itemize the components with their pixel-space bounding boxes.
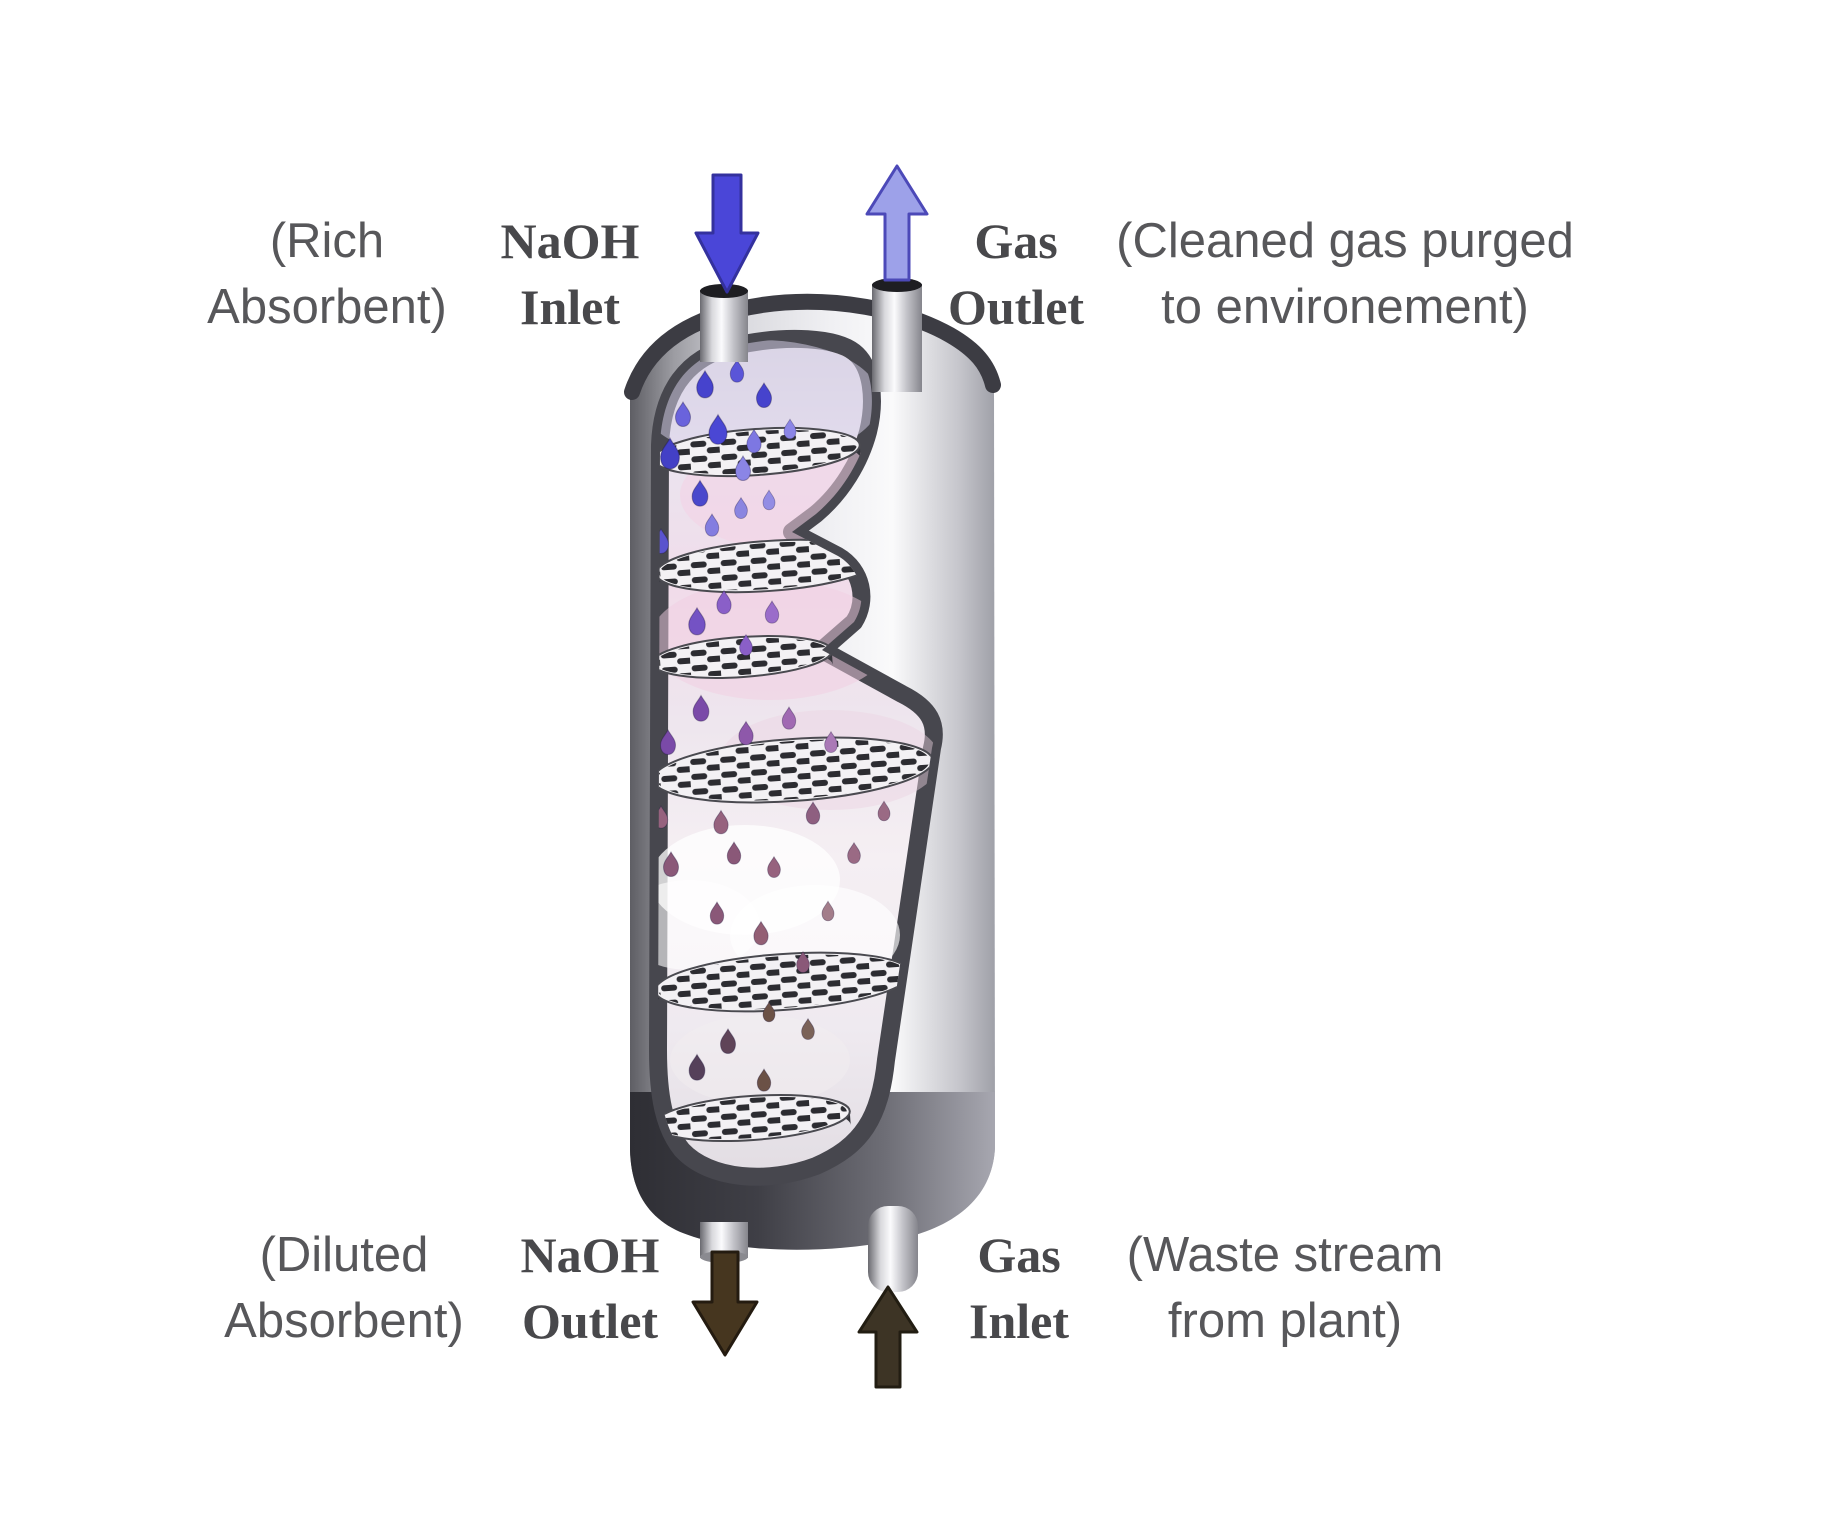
waste-stream-label: (Waste stream from plant) [1127,1222,1444,1354]
waste-stream-line1: (Waste stream [1126,1228,1444,1282]
naoh-outlet-arrow-icon [691,1250,759,1357]
droplet-icon [738,720,754,746]
droplet-icon [739,633,753,656]
gas-inlet-arrow-icon [857,1285,919,1389]
gas-inlet-line2: Inlet [969,1293,1069,1349]
gas-inlet-label: Gas Inlet [969,1222,1069,1354]
tray [658,538,881,594]
naoh-inlet-label: NaOH Inlet [501,208,640,340]
diluted-absorbent-line2: Absorbent) [224,1294,464,1348]
droplet-icon [756,1068,772,1092]
droplet-icon [729,359,745,383]
droplet-icon [746,428,762,454]
gas-inlet-line1: Gas [977,1227,1061,1283]
droplet-icon [713,809,729,835]
tray [658,951,912,1013]
droplet-icon [691,479,709,507]
naoh-outlet-line1: NaOH [520,1227,660,1283]
droplet-icon [734,454,752,482]
droplet-icon [708,413,728,445]
tray [658,736,934,804]
droplet-icon [688,1053,706,1081]
gas-outlet-pipe [872,278,922,392]
naoh-inlet-line2: Inlet [520,279,620,335]
droplet-icon [734,496,748,519]
naoh-inlet-arrow-icon [694,173,760,294]
droplet-icon [783,418,797,440]
droplet-icon [824,730,838,753]
droplet-icon [821,900,835,922]
droplets-layer [658,359,891,1092]
droplet-icon [753,920,769,946]
droplet-icon [719,1027,737,1055]
gas-outlet-arrow-icon [865,164,929,282]
diluted-absorbent-label: (Diluted Absorbent) [224,1222,464,1354]
droplet-icon [762,1001,776,1023]
droplet-icon [762,489,776,511]
droplet-icon [755,381,773,409]
droplet-icon [716,589,732,615]
droplet-icon [781,706,797,730]
droplet-icon [796,950,810,973]
droplet-icon [877,800,891,822]
droplet-icon [805,801,821,825]
droplet-icon [688,606,706,636]
droplet-icon [659,436,681,470]
naoh-inlet-line1: NaOH [500,213,640,269]
droplet-icon [662,850,680,878]
droplet-icon [709,901,725,925]
cleaned-gas-label: (Cleaned gas purged to environement) [1116,208,1574,340]
gas-outlet-line2: Outlet [947,279,1085,335]
vessel-dome-rim [624,293,1001,400]
droplet-icon [847,841,861,864]
droplet-icon [674,400,692,428]
tray [658,635,833,679]
naoh-inlet-pipe [700,284,748,362]
droplet-icon [726,841,742,865]
cleaned-gas-line2: to environement) [1161,280,1529,334]
droplet-icon [704,513,720,537]
rich-absorbent-line2: Absorbent) [207,280,447,334]
naoh-outlet-line2: Outlet [521,1293,659,1349]
droplet-icon [696,369,714,399]
cleaned-gas-line1: (Cleaned gas purged [1116,214,1574,268]
gas-outlet-line1: Gas [974,213,1058,269]
droplet-icon [692,694,710,722]
rich-absorbent-line1: (Rich [269,214,385,268]
droplet-icon [658,527,670,555]
droplet-icon [767,855,781,878]
gas-outlet-label: Gas Outlet [948,208,1084,340]
droplet-icon [659,728,677,756]
naoh-outlet-label: NaOH Outlet [521,1222,660,1354]
droplet-icon [801,1017,815,1040]
droplet-icon [658,805,669,829]
rich-absorbent-label: (Rich Absorbent) [207,208,447,340]
gas-inlet-pipe [868,1206,918,1292]
waste-stream-line2: from plant) [1167,1294,1403,1348]
diluted-absorbent-line1: (Diluted [259,1228,429,1282]
droplet-icon [764,600,780,624]
tray [658,1094,851,1142]
